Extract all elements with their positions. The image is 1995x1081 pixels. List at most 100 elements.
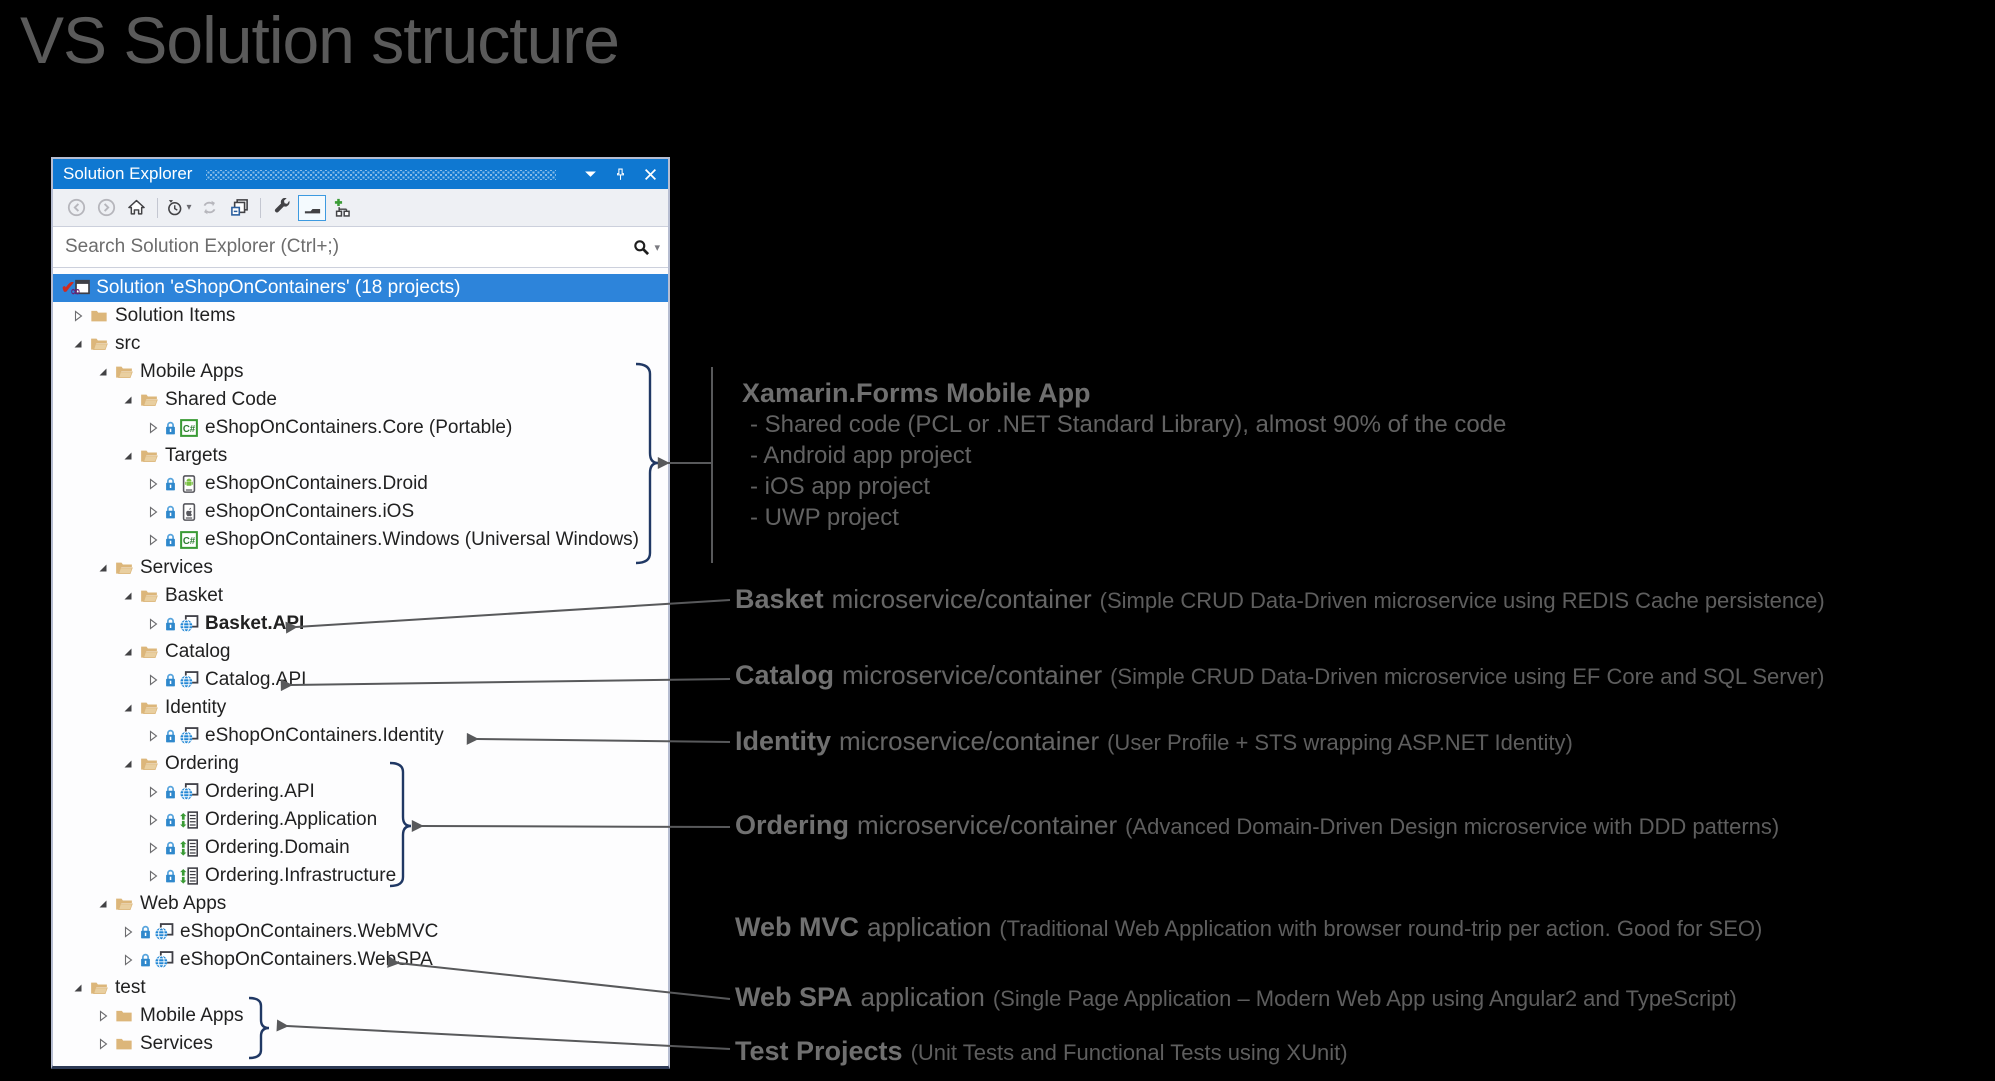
tree-row[interactable]: Targets	[53, 442, 668, 470]
dropdown-chevron-icon[interactable]: ▾	[186, 202, 192, 213]
web-icon	[154, 951, 174, 969]
toolbar-wrench-button[interactable]	[268, 195, 296, 221]
tree-row[interactable]: Catalog.API	[53, 666, 668, 694]
expander-icon[interactable]	[95, 1008, 111, 1024]
expander-icon[interactable]	[70, 308, 86, 324]
tree-row[interactable]: eShopOnContainers.WebMVC	[53, 918, 668, 946]
close-icon[interactable]	[640, 165, 660, 183]
callout-bold-text: Ordering	[735, 810, 850, 840]
toolbar-home-button[interactable]	[122, 195, 150, 221]
callout-paren-text: (Unit Tests and Functional Tests using X…	[910, 1040, 1348, 1065]
tree-row[interactable]: Catalog	[53, 638, 668, 666]
lock-icon	[164, 868, 177, 884]
toolbar-back-button[interactable]	[62, 195, 90, 221]
tree-row[interactable]: Solution Items	[53, 302, 668, 330]
tree-row[interactable]: eShopOnContainers.iOS	[53, 498, 668, 526]
expander-icon[interactable]	[95, 560, 111, 576]
folder-open-icon	[89, 979, 109, 997]
tree-row[interactable]: Services	[53, 1030, 668, 1058]
expander-icon[interactable]	[120, 700, 136, 716]
toolbar-preview-selected-button[interactable]	[298, 194, 326, 221]
expander-icon[interactable]	[145, 812, 161, 828]
solution-explorer-titlebar[interactable]: Solution Explorer	[53, 159, 668, 189]
tree-row[interactable]: Ordering.Infrastructure	[53, 862, 668, 890]
expander-icon[interactable]	[95, 364, 111, 380]
tree-row[interactable]: Basket.API	[53, 610, 668, 638]
expander-icon[interactable]	[145, 868, 161, 884]
folder-open-icon	[89, 335, 109, 353]
expander-icon[interactable]	[95, 896, 111, 912]
tree-item-label: Solution Items	[115, 305, 236, 326]
expander-icon[interactable]	[120, 644, 136, 660]
tree-row[interactable]: Basket	[53, 582, 668, 610]
expander-icon[interactable]	[120, 448, 136, 464]
expander-icon[interactable]	[120, 756, 136, 772]
expander-icon[interactable]	[145, 840, 161, 856]
folder-closed-icon	[114, 1035, 134, 1053]
expander-icon[interactable]	[145, 476, 161, 492]
expander-icon[interactable]	[120, 952, 136, 968]
expander-icon[interactable]	[120, 392, 136, 408]
tree-row[interactable]: ✔∞Solution 'eShopOnContainers' (18 proje…	[53, 274, 668, 302]
toolbar-history-button[interactable]: ▾	[165, 195, 193, 221]
expander-icon[interactable]	[145, 784, 161, 800]
tree-row[interactable]: eShopOnContainers.WebSPA	[53, 946, 668, 974]
svg-text:C#: C#	[183, 536, 196, 547]
callout-bold-text: Catalog	[735, 660, 835, 690]
toolbar-forward-button[interactable]	[92, 195, 120, 221]
tree-item-label: Basket	[165, 585, 224, 606]
tree-row[interactable]: test	[53, 974, 668, 1002]
svg-text:C#: C#	[183, 424, 196, 435]
tree-row[interactable]: Ordering.Application	[53, 806, 668, 834]
tree-row[interactable]: eShopOnContainers.Identity	[53, 722, 668, 750]
toolbar-add-item-button[interactable]	[328, 195, 356, 221]
tree-row[interactable]: Ordering.API	[53, 778, 668, 806]
tree-row[interactable]: C#eShopOnContainers.Core (Portable)	[53, 414, 668, 442]
expander-icon[interactable]	[145, 532, 161, 548]
tree-row[interactable]: Identity	[53, 694, 668, 722]
tree-row[interactable]: C#eShopOnContainers.Windows (Universal W…	[53, 526, 668, 554]
callout-bold-text: Web MVC	[735, 912, 860, 942]
search-options-chevron-icon[interactable]: ▾	[654, 241, 660, 254]
expander-icon[interactable]	[120, 588, 136, 604]
tree-row[interactable]: Web Apps	[53, 890, 668, 918]
tree-row[interactable]: Ordering.Domain	[53, 834, 668, 862]
expander-icon[interactable]	[145, 616, 161, 632]
chevron-down-icon[interactable]	[580, 165, 600, 183]
expander-icon[interactable]	[95, 1036, 111, 1052]
toolbar-collapse-all-button[interactable]	[225, 195, 253, 221]
expander-icon[interactable]	[70, 980, 86, 996]
tree-row[interactable]: Ordering	[53, 750, 668, 778]
lock-icon	[164, 504, 177, 520]
search-input[interactable]	[63, 235, 634, 259]
solution-explorer-panel: Solution Explorer ▾ ▾ ✔∞Solution 'eShopO…	[51, 157, 670, 1069]
ios-icon	[179, 503, 199, 521]
lib-icon	[179, 839, 199, 857]
callout-paren-text: (Simple CRUD Data-Driven microservice us…	[1110, 664, 1825, 689]
tree-row[interactable]: src	[53, 330, 668, 358]
titlebar-grip-texture[interactable]	[206, 170, 556, 180]
expander-icon[interactable]	[145, 672, 161, 688]
expander-icon[interactable]	[145, 420, 161, 436]
toolbar-separator	[157, 197, 158, 218]
tree-item-label: Ordering.Infrastructure	[205, 865, 397, 886]
tree-item-label: eShopOnContainers.WebSPA	[180, 949, 433, 970]
toolbar-sync-button[interactable]	[195, 195, 223, 221]
expander-icon[interactable]	[120, 924, 136, 940]
tree-row[interactable]: eShopOnContainers.Droid	[53, 470, 668, 498]
tree-row[interactable]: Mobile Apps	[53, 358, 668, 386]
tree-item-label: eShopOnContainers.Identity	[205, 725, 444, 746]
tree-row[interactable]: Mobile Apps	[53, 1002, 668, 1030]
lib-icon	[179, 867, 199, 885]
expander-icon[interactable]	[145, 728, 161, 744]
search-icon[interactable]	[633, 239, 650, 256]
expander-icon[interactable]	[145, 504, 161, 520]
tree-row[interactable]: Shared Code	[53, 386, 668, 414]
pin-icon[interactable]	[610, 165, 630, 183]
web-icon	[179, 615, 199, 633]
callout-paren-text: (Single Page Application – Modern Web Ap…	[992, 986, 1737, 1011]
tree-row[interactable]: Services	[53, 554, 668, 582]
expander-icon[interactable]	[70, 336, 86, 352]
